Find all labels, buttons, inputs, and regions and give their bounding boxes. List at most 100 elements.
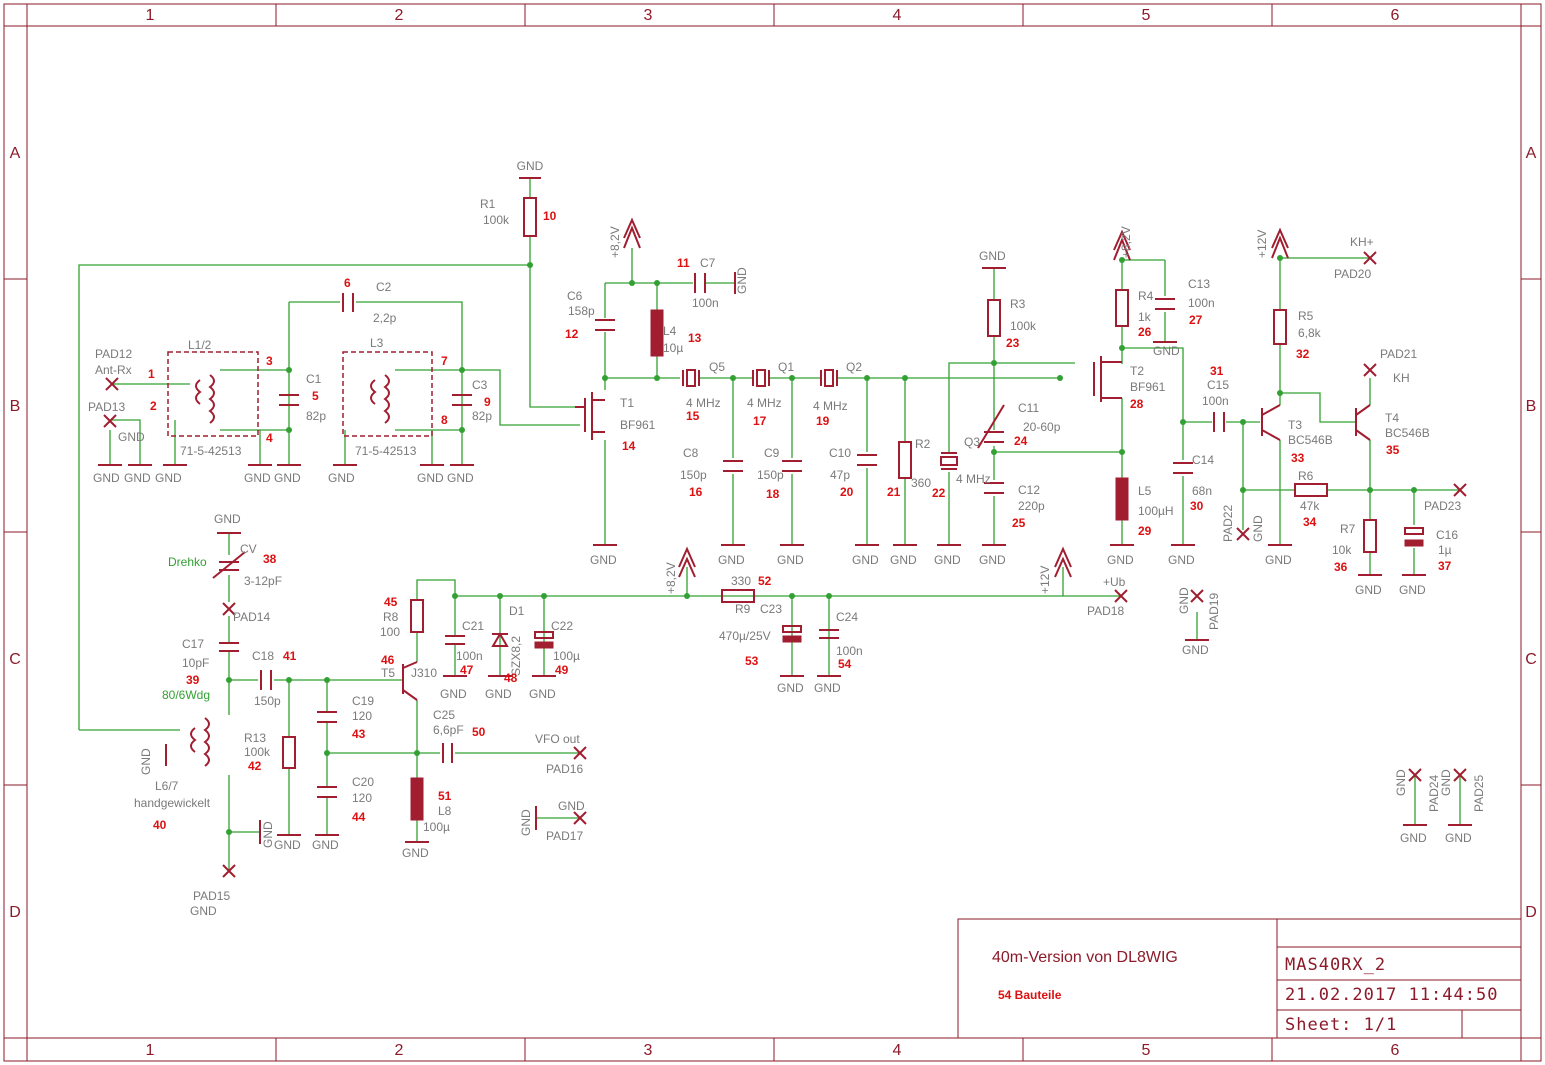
t1-name: T1 bbox=[620, 396, 634, 410]
gnd-label: GND bbox=[1445, 831, 1472, 845]
gnd-label: GND bbox=[402, 846, 429, 860]
r6-value: 47k bbox=[1300, 499, 1320, 513]
r1-name: R1 bbox=[480, 197, 496, 211]
c14-num: 30 bbox=[1190, 499, 1204, 513]
supply-arrows bbox=[623, 217, 1289, 578]
c17-value: 10pF bbox=[182, 656, 209, 670]
gnd-label: GND bbox=[447, 471, 474, 485]
c22-symbol bbox=[534, 631, 554, 649]
gnd-label: GND bbox=[312, 838, 339, 852]
zone-row-a-left: A bbox=[10, 145, 21, 162]
r1-value: 100k bbox=[483, 213, 510, 227]
zone-col-6-top: 6 bbox=[1391, 7, 1400, 24]
r8-value: 100 bbox=[380, 625, 400, 639]
c13-symbol bbox=[1155, 298, 1175, 310]
gnd-label-c13: GND bbox=[1153, 344, 1180, 358]
c10-name: C10 bbox=[829, 446, 851, 460]
pin-3: 3 bbox=[266, 354, 273, 368]
gnd-label: GND bbox=[485, 687, 512, 701]
c21-value: 100n bbox=[456, 649, 483, 663]
q2-name: Q2 bbox=[846, 360, 862, 374]
zone-col-1-bottom: 1 bbox=[146, 1042, 155, 1059]
pin-1: 1 bbox=[148, 367, 155, 381]
gnd-label: GND bbox=[1355, 583, 1382, 597]
handgewickelt-label: handgewickelt bbox=[134, 796, 211, 810]
r7-name: R7 bbox=[1340, 522, 1356, 536]
t2-value: BF961 bbox=[1130, 380, 1166, 394]
c12-num: 25 bbox=[1012, 516, 1026, 530]
c20-symbol bbox=[317, 786, 337, 798]
r5-num: 32 bbox=[1296, 347, 1310, 361]
c9-symbol bbox=[782, 460, 802, 472]
r9-value: 330 bbox=[731, 574, 751, 588]
c12-symbol bbox=[984, 482, 1004, 494]
c11-name: C11 bbox=[1018, 401, 1039, 415]
t3-name: T3 bbox=[1288, 418, 1302, 432]
zone-col-2-bottom: 2 bbox=[395, 1042, 404, 1059]
c7-name: C7 bbox=[700, 256, 716, 270]
sheet-number: Sheet: 1/1 bbox=[1285, 1015, 1397, 1035]
q1-name: Q1 bbox=[778, 360, 794, 374]
gnd-label: GND bbox=[558, 799, 585, 813]
c18-symbol bbox=[260, 670, 272, 690]
part-symbols bbox=[98, 177, 1472, 878]
zone-col-4-bottom: 4 bbox=[893, 1042, 902, 1059]
gnd-label: GND bbox=[1251, 515, 1265, 542]
q5-symbol bbox=[682, 369, 700, 387]
gnd-bars bbox=[98, 177, 1472, 844]
r2-symbol bbox=[898, 441, 912, 479]
r5-name: R5 bbox=[1298, 309, 1314, 323]
d1-num: 48 bbox=[504, 671, 518, 685]
q2-value: 4 MHz bbox=[813, 399, 848, 413]
pad18-label: PAD18 bbox=[1087, 604, 1124, 618]
r13-name: R13 bbox=[244, 731, 266, 745]
c19-value: 120 bbox=[352, 709, 372, 723]
zone-col-2-top: 2 bbox=[395, 7, 404, 24]
t4-value: BC546B bbox=[1385, 426, 1430, 440]
c14-value: 68n bbox=[1192, 484, 1212, 498]
gnd-label: GND bbox=[1182, 643, 1209, 657]
gnd-label-pad13: GND bbox=[118, 430, 145, 444]
l12-value: 71-5-42513 bbox=[180, 444, 242, 458]
l3-value: 71-5-42513 bbox=[355, 444, 417, 458]
r3-value: 100k bbox=[1010, 319, 1037, 333]
c22-num: 49 bbox=[555, 663, 569, 677]
r4-value: 1k bbox=[1138, 310, 1152, 324]
t4-symbol bbox=[1355, 404, 1371, 441]
zone-col-6-bottom: 6 bbox=[1391, 1042, 1400, 1059]
gnd-label: GND bbox=[261, 821, 275, 848]
q3-num: 22 bbox=[932, 486, 946, 500]
c6-symbol bbox=[595, 319, 615, 331]
c24-value: 100n bbox=[836, 644, 863, 658]
gnd-label-cv: GND bbox=[214, 512, 241, 526]
gnd-label: GND bbox=[777, 681, 804, 695]
r9-num: 52 bbox=[758, 574, 772, 588]
zone-col-1-top: 1 bbox=[146, 7, 155, 24]
r3-num: 23 bbox=[1006, 336, 1020, 350]
c9-value: 150p bbox=[757, 468, 784, 482]
t1-value: BF961 bbox=[620, 418, 656, 432]
c8-name: C8 bbox=[683, 446, 699, 460]
q3-symbol bbox=[940, 452, 958, 470]
c18-value: 150p bbox=[254, 694, 281, 708]
q1-symbol bbox=[752, 369, 770, 387]
zone-row-b-right: B bbox=[1526, 398, 1537, 415]
zone-col-4-top: 4 bbox=[893, 7, 902, 24]
r3-name: R3 bbox=[1010, 297, 1026, 311]
kh-plus-label: KH+ bbox=[1350, 235, 1374, 249]
gnd-label: GND bbox=[934, 553, 961, 567]
c21-symbol bbox=[445, 635, 465, 645]
c2-num: 6 bbox=[344, 276, 351, 290]
c6-num: 12 bbox=[565, 327, 579, 341]
t4-num: 35 bbox=[1386, 443, 1400, 457]
pad24-label: PAD24 bbox=[1427, 775, 1441, 812]
wires bbox=[78, 178, 1461, 870]
gnd-label: GND bbox=[124, 471, 151, 485]
supply-82v-vfo: +8,2V bbox=[664, 562, 678, 594]
c24-name: C24 bbox=[836, 610, 858, 624]
gnd-label: GND bbox=[1168, 553, 1195, 567]
supply-82v-t2: +8,2V bbox=[1119, 226, 1133, 258]
c23-symbol bbox=[782, 625, 802, 643]
c21-num: 47 bbox=[460, 663, 474, 677]
zone-row-c-left: C bbox=[9, 651, 21, 668]
